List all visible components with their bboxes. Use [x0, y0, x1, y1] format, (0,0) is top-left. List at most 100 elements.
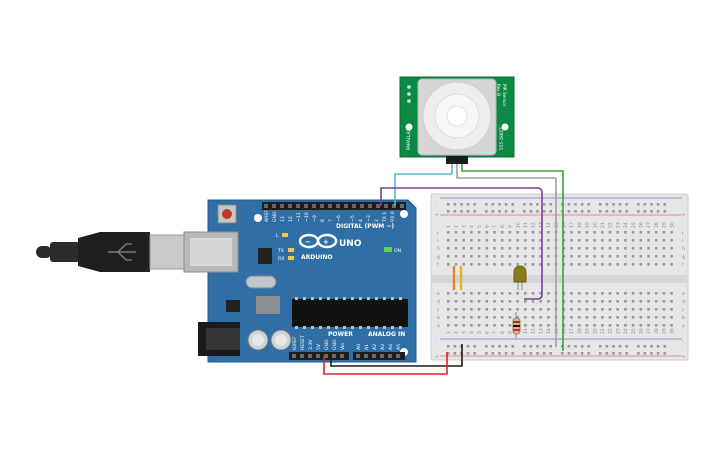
bb-hole[interactable]: [485, 231, 489, 234]
bb-hole[interactable]: [608, 292, 612, 295]
bb-hole[interactable]: [500, 239, 504, 242]
bb-hole[interactable]: [587, 352, 590, 355]
bb-hole[interactable]: [516, 308, 519, 311]
bb-hole[interactable]: [508, 255, 512, 258]
bb-hole[interactable]: [462, 247, 465, 250]
bb-hole[interactable]: [542, 345, 546, 348]
bb-hole[interactable]: [511, 210, 514, 213]
bb-hole[interactable]: [639, 324, 643, 327]
bb-hole[interactable]: [485, 308, 489, 311]
bb-hole[interactable]: [547, 292, 550, 295]
bb-hole[interactable]: [639, 308, 643, 311]
bb-hole[interactable]: [670, 239, 673, 242]
header-hole[interactable]: [372, 354, 376, 358]
header-hole[interactable]: [388, 354, 392, 358]
bb-hole[interactable]: [473, 203, 476, 206]
bb-hole[interactable]: [616, 292, 619, 295]
bb-hole[interactable]: [654, 239, 658, 242]
bb-hole[interactable]: [447, 263, 450, 266]
bb-hole[interactable]: [601, 239, 604, 242]
bb-hole[interactable]: [485, 203, 488, 206]
bb-hole[interactable]: [577, 231, 581, 234]
header-hole[interactable]: [308, 354, 312, 358]
bb-hole[interactable]: [549, 203, 552, 206]
bb-hole[interactable]: [462, 239, 465, 242]
bb-hole[interactable]: [524, 231, 527, 234]
bb-hole[interactable]: [491, 203, 495, 206]
bb-hole[interactable]: [577, 239, 581, 242]
bb-hole[interactable]: [508, 308, 512, 311]
bb-hole[interactable]: [585, 255, 589, 258]
bb-hole[interactable]: [493, 231, 496, 234]
bb-hole[interactable]: [477, 231, 481, 234]
bb-hole[interactable]: [454, 316, 458, 319]
bb-hole[interactable]: [536, 210, 539, 213]
bb-hole[interactable]: [654, 292, 658, 295]
bb-hole[interactable]: [529, 352, 533, 355]
bb-hole[interactable]: [547, 308, 550, 311]
bb-hole[interactable]: [585, 263, 589, 266]
bb-hole[interactable]: [567, 203, 571, 206]
bb-hole[interactable]: [466, 345, 470, 348]
bb-hole[interactable]: [470, 300, 473, 303]
bb-hole[interactable]: [577, 300, 581, 303]
header-hole[interactable]: [396, 354, 400, 358]
bb-hole[interactable]: [454, 263, 458, 266]
bb-hole[interactable]: [631, 247, 635, 250]
bb-hole[interactable]: [580, 203, 584, 206]
bb-hole[interactable]: [608, 316, 612, 319]
bb-hole[interactable]: [650, 345, 653, 348]
bb-hole[interactable]: [616, 316, 619, 319]
bb-hole[interactable]: [624, 316, 627, 319]
bb-hole[interactable]: [454, 255, 458, 258]
bb-hole[interactable]: [493, 247, 496, 250]
bb-hole[interactable]: [574, 210, 577, 213]
bb-hole[interactable]: [470, 247, 473, 250]
bb-hole[interactable]: [547, 300, 550, 303]
bb-hole[interactable]: [654, 255, 658, 258]
bb-hole[interactable]: [524, 255, 527, 258]
bb-hole[interactable]: [601, 324, 604, 327]
bb-hole[interactable]: [605, 352, 609, 355]
bb-hole[interactable]: [500, 308, 504, 311]
bb-hole[interactable]: [647, 324, 650, 327]
bb-hole[interactable]: [539, 324, 542, 327]
bb-hole[interactable]: [624, 247, 627, 250]
bb-hole[interactable]: [508, 231, 512, 234]
bb-hole[interactable]: [618, 210, 622, 213]
bb-hole[interactable]: [542, 210, 546, 213]
bb-hole[interactable]: [567, 345, 571, 348]
bb-hole[interactable]: [524, 292, 527, 295]
bb-hole[interactable]: [531, 316, 535, 319]
header-hole[interactable]: [312, 204, 316, 208]
bb-hole[interactable]: [523, 203, 526, 206]
bb-hole[interactable]: [647, 247, 650, 250]
bb-hole[interactable]: [470, 263, 473, 266]
header-hole[interactable]: [300, 354, 304, 358]
bb-hole[interactable]: [639, 255, 643, 258]
header-hole[interactable]: [328, 204, 332, 208]
bb-hole[interactable]: [605, 210, 609, 213]
bb-hole[interactable]: [547, 255, 550, 258]
bb-hole[interactable]: [654, 308, 658, 311]
bb-hole[interactable]: [524, 300, 527, 303]
bb-hole[interactable]: [454, 308, 458, 311]
bb-hole[interactable]: [639, 263, 643, 266]
bb-hole[interactable]: [567, 352, 571, 355]
header-hole[interactable]: [368, 204, 372, 208]
bb-hole[interactable]: [531, 308, 535, 311]
bb-hole[interactable]: [524, 247, 527, 250]
bb-hole[interactable]: [570, 247, 573, 250]
bb-hole[interactable]: [536, 203, 539, 206]
bb-hole[interactable]: [466, 352, 470, 355]
bb-hole[interactable]: [631, 292, 635, 295]
bb-hole[interactable]: [616, 231, 619, 234]
bb-hole[interactable]: [516, 263, 519, 266]
bb-hole[interactable]: [539, 316, 542, 319]
bb-hole[interactable]: [593, 300, 596, 303]
bb-hole[interactable]: [462, 231, 465, 234]
bb-hole[interactable]: [491, 345, 495, 348]
bb-hole[interactable]: [454, 300, 458, 303]
bb-hole[interactable]: [508, 300, 512, 303]
bb-hole[interactable]: [608, 239, 612, 242]
